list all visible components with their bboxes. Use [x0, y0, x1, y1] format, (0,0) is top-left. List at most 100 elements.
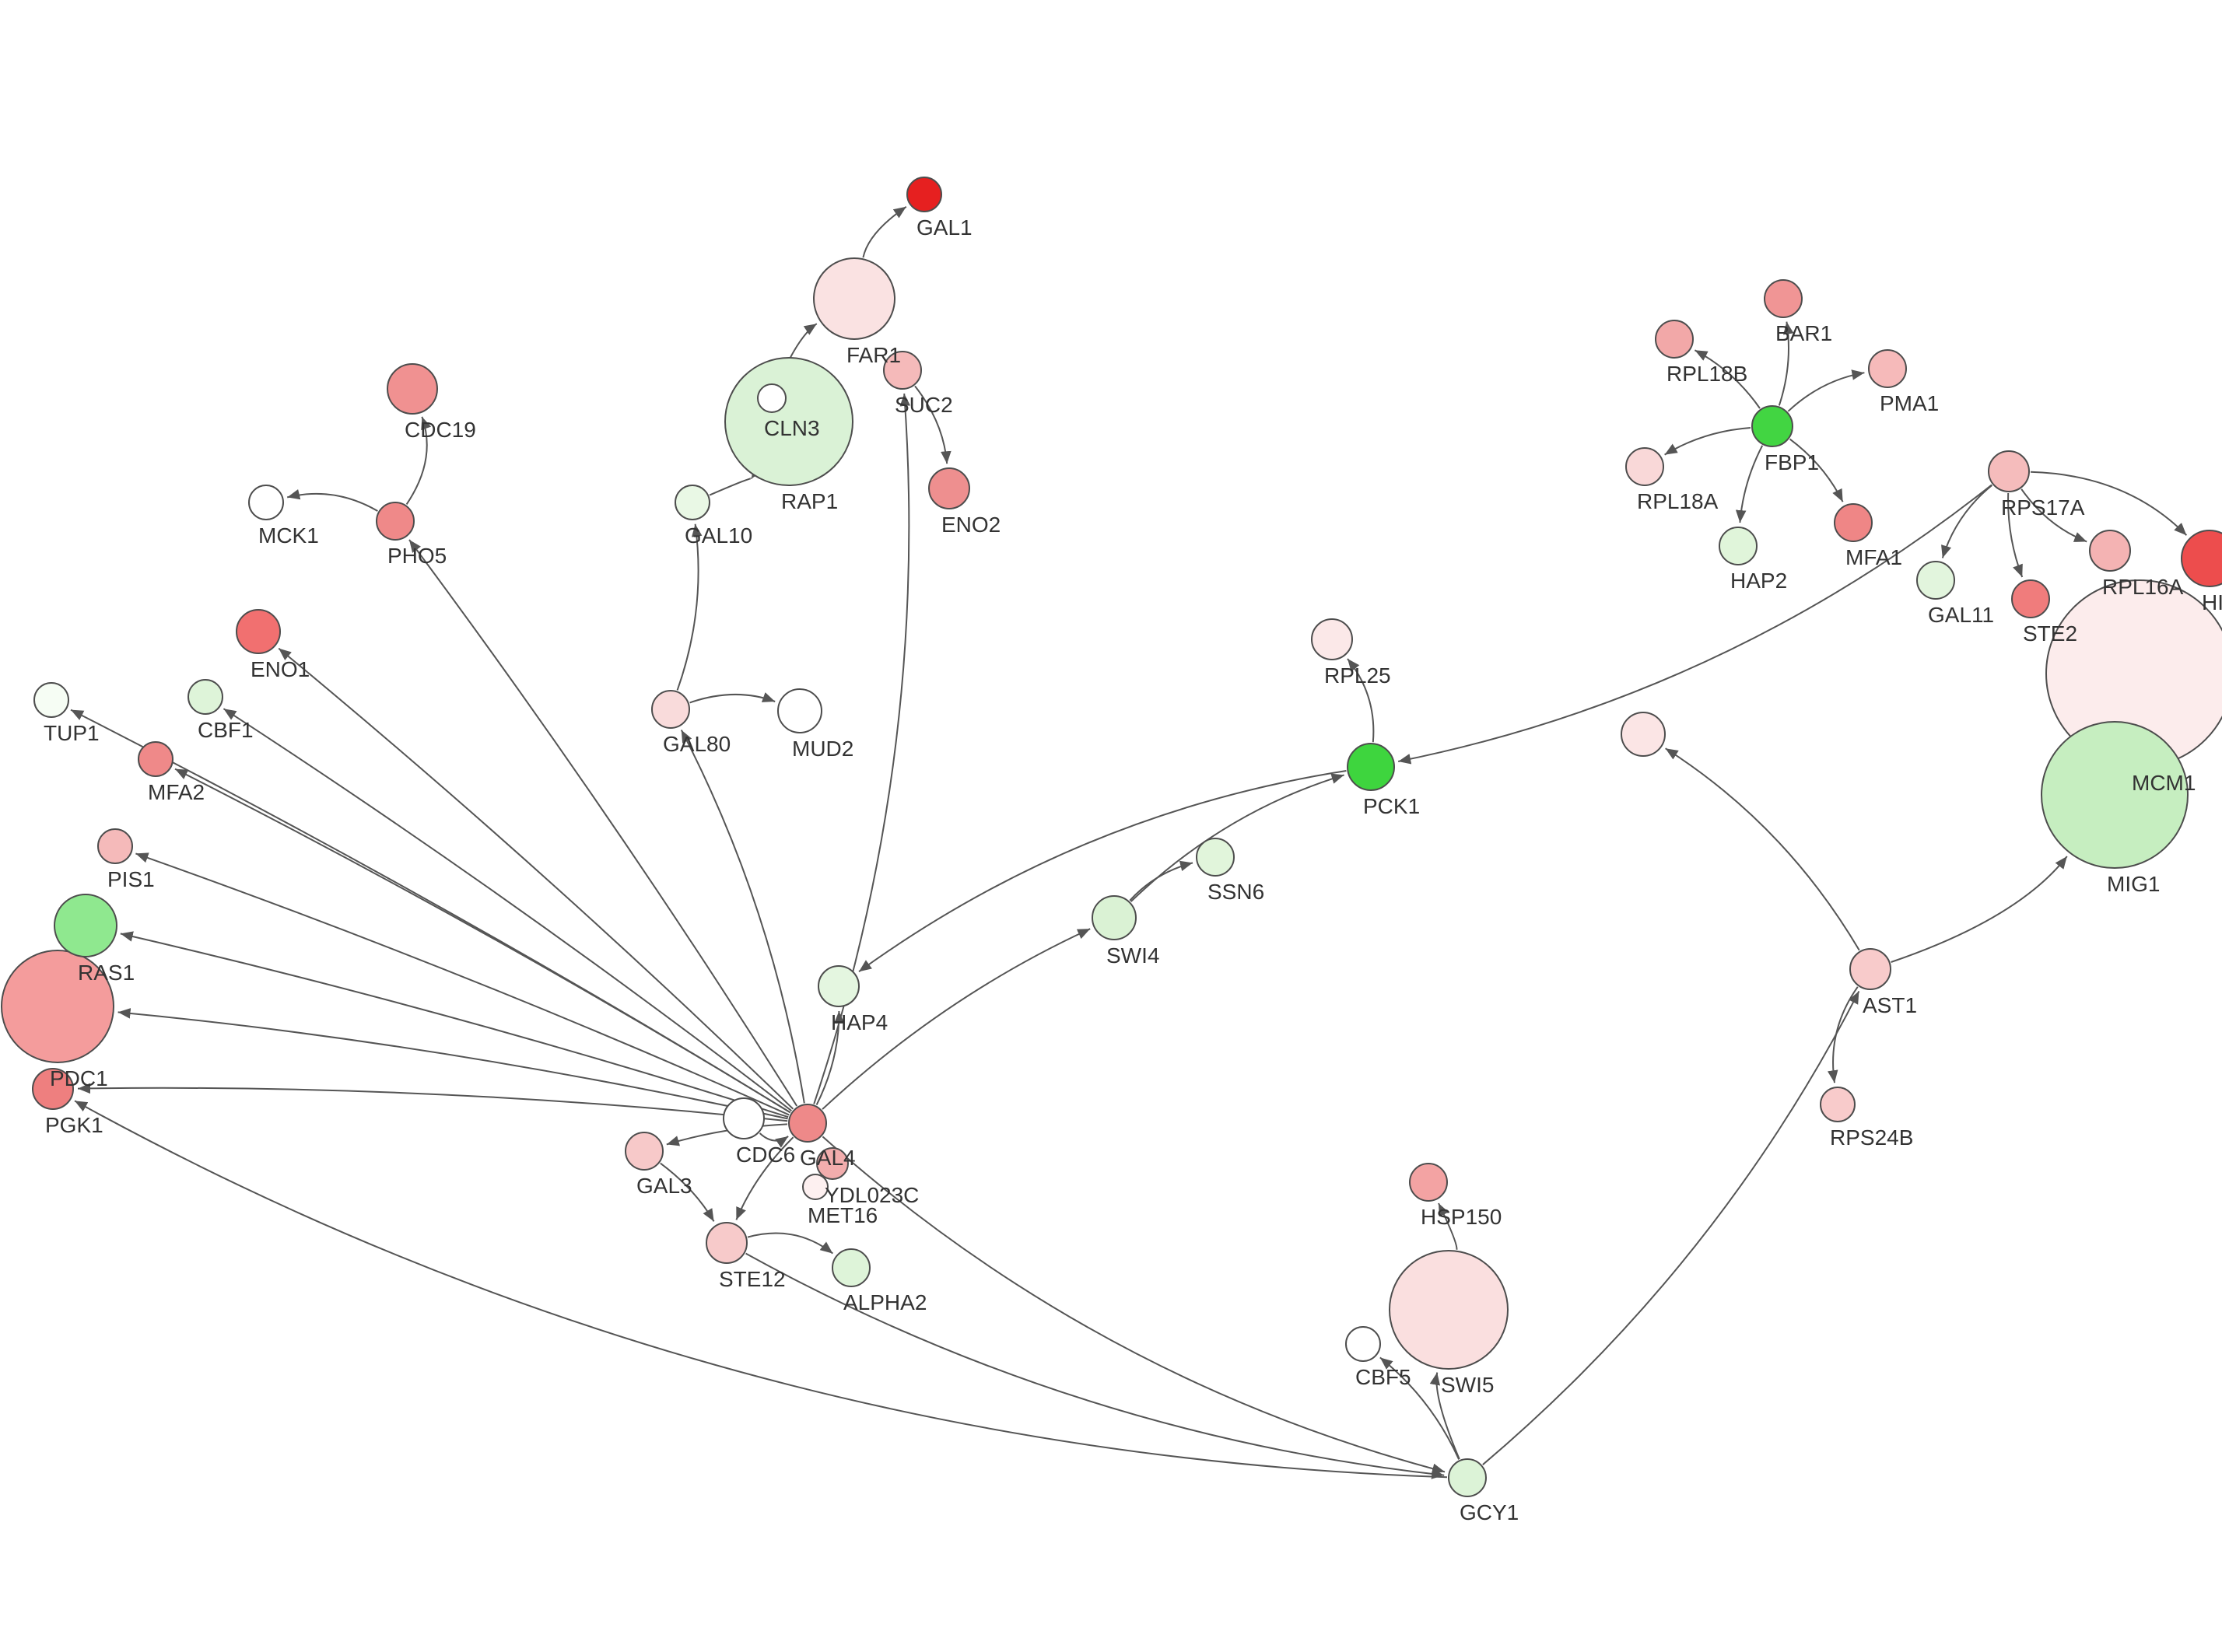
node-pdc1[interactable] [1, 950, 114, 1063]
node-rpl25[interactable] [1311, 618, 1353, 660]
node-rpl18a[interactable] [1625, 447, 1664, 486]
edge-GCY1-AST1[interactable] [1482, 990, 1860, 1465]
node-pgk1[interactable] [32, 1068, 74, 1110]
edge-SWI4-SSN6[interactable] [1129, 860, 1193, 901]
node-gal4[interactable] [788, 1104, 827, 1143]
edge-RPS17A-GAL11[interactable] [1941, 485, 1993, 558]
edge-GAL4-RAS1[interactable] [120, 931, 789, 1118]
edge-GAL10-RAP1[interactable] [709, 465, 763, 496]
edge-FBP1-RPL18A[interactable] [1664, 427, 1751, 456]
node-cln3[interactable] [757, 383, 787, 413]
node-pho5[interactable] [376, 502, 415, 541]
edge-GCY1-CBF5[interactable] [1379, 1356, 1460, 1460]
node-cbf5[interactable] [1345, 1326, 1381, 1362]
node-gal3[interactable] [625, 1132, 664, 1171]
edge-FBP1-MFA1[interactable] [1789, 438, 1844, 502]
node-ste2[interactable] [2011, 579, 2050, 618]
node-cdc19[interactable] [387, 363, 438, 415]
node-met16[interactable] [802, 1174, 829, 1200]
edge-AST1-NODE_A[interactable] [1665, 747, 1860, 951]
edge-RPS17A-PCK1[interactable] [1398, 484, 1992, 765]
node-rps24b[interactable] [1820, 1087, 1856, 1122]
edge-GAL80-MUD2[interactable] [689, 692, 776, 704]
node-pck1[interactable] [1347, 743, 1395, 791]
edge-PCK1-HAP4[interactable] [858, 770, 1347, 973]
edge-RPS17A-HIS4[interactable] [2030, 471, 2188, 536]
node-mfa2[interactable] [138, 741, 173, 777]
edge-GAL4-PIS1[interactable] [135, 852, 790, 1116]
edge-GAL4-PDC1[interactable] [117, 1008, 788, 1120]
node-gal1[interactable] [906, 177, 942, 212]
edge-PHO5-MCK1[interactable] [286, 489, 378, 512]
node-swi5[interactable] [1389, 1250, 1509, 1370]
node-ast1[interactable] [1849, 948, 1891, 990]
node-swi4[interactable] [1092, 895, 1137, 940]
node-rpl16a[interactable] [2089, 530, 2131, 572]
node-far1[interactable] [813, 257, 895, 340]
node-hap4[interactable] [818, 965, 860, 1007]
node-cbf1[interactable] [188, 679, 223, 715]
edge-FBP1-HAP2[interactable] [1735, 445, 1764, 523]
node-alpha2[interactable] [832, 1248, 871, 1287]
edge-GAL80-GAL10[interactable] [676, 523, 703, 691]
node-tup1[interactable] [33, 682, 69, 718]
edge-GAL4-ENO1[interactable] [278, 647, 794, 1110]
edge-GAL4-GCY1[interactable] [822, 1136, 1446, 1474]
edge-CDC6-GAL4[interactable] [759, 1132, 789, 1148]
node-rpl18b[interactable] [1655, 320, 1694, 359]
edge-FBP1-RPL18B[interactable] [1694, 349, 1761, 409]
edge-SUC2-ENO2[interactable] [914, 385, 952, 464]
edge-GAL4-STE12[interactable] [735, 1136, 794, 1220]
node-hsp150[interactable] [1409, 1163, 1448, 1202]
edge-STE12-ALPHA2[interactable] [747, 1232, 834, 1255]
node-gal11[interactable] [1916, 561, 1955, 600]
node-pma1[interactable] [1868, 349, 1907, 388]
edge-GAL4-HAP4[interactable] [815, 1010, 845, 1106]
node-mig1[interactable] [2041, 721, 2189, 869]
node-hap2[interactable] [1719, 527, 1758, 565]
node-suc2[interactable] [883, 351, 922, 390]
edge-SWI4-PCK1[interactable] [1130, 773, 1344, 902]
node-gal80[interactable] [651, 690, 690, 729]
node-fbp1[interactable] [1751, 405, 1793, 447]
node-his4[interactable] [2181, 530, 2222, 587]
node-ydl023c[interactable] [816, 1147, 849, 1180]
edge-STE12-GCY1[interactable] [745, 1252, 1445, 1479]
edge-RPS17A-RPL16A[interactable] [2020, 488, 2087, 543]
edge-GAL4-SWI4[interactable] [822, 928, 1091, 1110]
edge-GAL4-PHO5[interactable] [408, 539, 798, 1107]
node-cdc6[interactable] [723, 1097, 765, 1139]
node-mud2[interactable] [777, 688, 822, 733]
edge-AST1-MIG1[interactable] [1891, 856, 2068, 963]
node-mck1[interactable] [248, 485, 284, 520]
node-ssn6[interactable] [1196, 838, 1235, 877]
node-gal10[interactable] [675, 485, 710, 520]
node-pis1[interactable] [97, 828, 133, 864]
edge-FBP1-PMA1[interactable] [1787, 369, 1865, 412]
node-eno2[interactable] [928, 467, 970, 509]
edge-RPS17A-STE2[interactable] [2007, 492, 2024, 578]
node-gcy1[interactable] [1448, 1458, 1487, 1497]
edge-FBP1-BAR1[interactable] [1778, 321, 1794, 406]
edge-PCK1-RPL25[interactable] [1347, 658, 1375, 743]
node-ras1[interactable] [54, 894, 117, 957]
edge-PHO5-CDC19[interactable] [405, 416, 432, 505]
node-node_a[interactable] [1621, 712, 1666, 757]
node-rps17a[interactable] [1988, 450, 2030, 492]
edge-GAL4-MFA2[interactable] [174, 768, 791, 1114]
node-eno1[interactable] [236, 609, 281, 654]
node-rap1[interactable] [724, 357, 853, 486]
edge-FAR1-GAL1[interactable] [862, 205, 907, 258]
node-mfa1[interactable] [1834, 503, 1873, 542]
edge-GAL4-CBF1[interactable] [223, 708, 793, 1111]
edge-GAL4-GAL3[interactable] [666, 1123, 788, 1146]
edge-GAL4-GAL80[interactable] [680, 730, 805, 1104]
edge-GCY1-PGK1[interactable] [74, 1100, 1448, 1479]
node-ste12[interactable] [706, 1222, 748, 1264]
edge-SWI5-HSP150[interactable] [1438, 1202, 1458, 1250]
edge-GCY1-SWI5[interactable] [1429, 1372, 1460, 1460]
edge-GAL4-PGK1[interactable] [77, 1083, 788, 1122]
node-bar1[interactable] [1764, 279, 1803, 318]
edge-GAL3-STE12[interactable] [660, 1162, 715, 1222]
